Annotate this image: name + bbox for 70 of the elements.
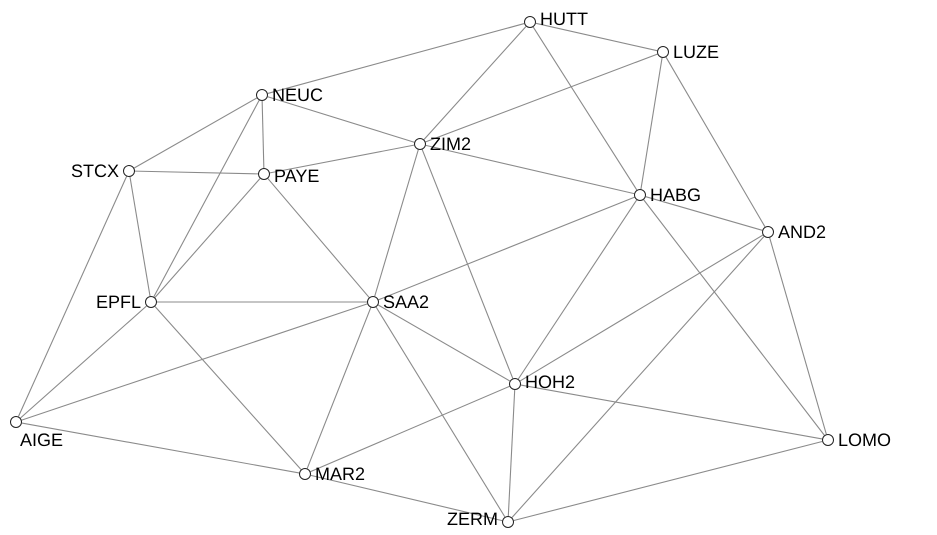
network-link bbox=[154, 306, 302, 470]
station-marker bbox=[634, 189, 646, 201]
station-marker bbox=[762, 226, 774, 238]
station-marker bbox=[502, 516, 514, 528]
station-marker bbox=[256, 89, 268, 101]
station-label: AND2 bbox=[778, 223, 826, 241]
network-link bbox=[512, 236, 764, 518]
network-link bbox=[22, 303, 368, 421]
station-label: ZERM bbox=[447, 510, 498, 528]
station-marker bbox=[657, 46, 669, 58]
network-link bbox=[422, 149, 514, 379]
network-link bbox=[268, 96, 414, 143]
station-marker bbox=[509, 378, 521, 390]
network-link bbox=[536, 22, 658, 52]
network-link bbox=[267, 178, 370, 298]
station-label: EPFL bbox=[96, 293, 141, 311]
network-link bbox=[134, 170, 258, 174]
network-link bbox=[376, 306, 506, 518]
network-link bbox=[520, 234, 764, 382]
network-link bbox=[424, 26, 526, 140]
station-marker bbox=[10, 416, 22, 428]
network-link bbox=[154, 178, 260, 298]
network-link bbox=[532, 26, 638, 190]
network-link bbox=[20, 306, 147, 418]
network-link bbox=[268, 23, 524, 94]
network-link bbox=[640, 58, 663, 190]
station-marker bbox=[524, 16, 536, 28]
network-link bbox=[520, 384, 822, 440]
station-marker bbox=[414, 138, 426, 150]
network-link bbox=[643, 199, 825, 436]
network-link bbox=[378, 196, 635, 300]
station-label: PAYE bbox=[274, 167, 320, 185]
network-link bbox=[18, 176, 128, 417]
network-link bbox=[153, 100, 260, 297]
network-link bbox=[270, 144, 414, 174]
station-marker bbox=[822, 434, 834, 446]
network-link bbox=[378, 304, 510, 382]
station-label: STCX bbox=[70, 162, 119, 180]
network-link bbox=[129, 176, 151, 296]
station-marker bbox=[258, 168, 270, 180]
network-link bbox=[262, 100, 264, 168]
network-link bbox=[425, 54, 658, 142]
station-marker bbox=[367, 296, 379, 308]
station-label: HABG bbox=[650, 186, 702, 204]
network-link bbox=[310, 386, 510, 472]
network-link bbox=[646, 196, 762, 231]
station-marker bbox=[123, 165, 135, 177]
station-label: ZIM2 bbox=[430, 135, 472, 153]
network-link bbox=[306, 307, 372, 469]
station-marker bbox=[299, 468, 311, 480]
station-label: MAR2 bbox=[315, 465, 366, 483]
station-label: LUZE bbox=[673, 43, 720, 61]
network-link bbox=[514, 440, 822, 522]
network-link bbox=[134, 98, 258, 168]
station-label: LOMO bbox=[838, 431, 892, 449]
network-link bbox=[22, 422, 300, 474]
station-label: SAA2 bbox=[383, 293, 430, 311]
network-link bbox=[374, 150, 419, 296]
station-label: HUTT bbox=[540, 10, 588, 28]
network-link bbox=[518, 200, 638, 380]
network-link bbox=[769, 238, 827, 434]
network-link bbox=[508, 390, 516, 516]
network-link bbox=[157, 301, 367, 303]
network-link bbox=[426, 144, 634, 194]
station-label: HOH2 bbox=[525, 373, 576, 391]
network-link bbox=[666, 56, 766, 228]
station-label: AIGE bbox=[20, 431, 64, 449]
station-marker bbox=[145, 296, 157, 308]
network-link bbox=[310, 474, 502, 522]
station-label: NEUC bbox=[272, 86, 324, 104]
